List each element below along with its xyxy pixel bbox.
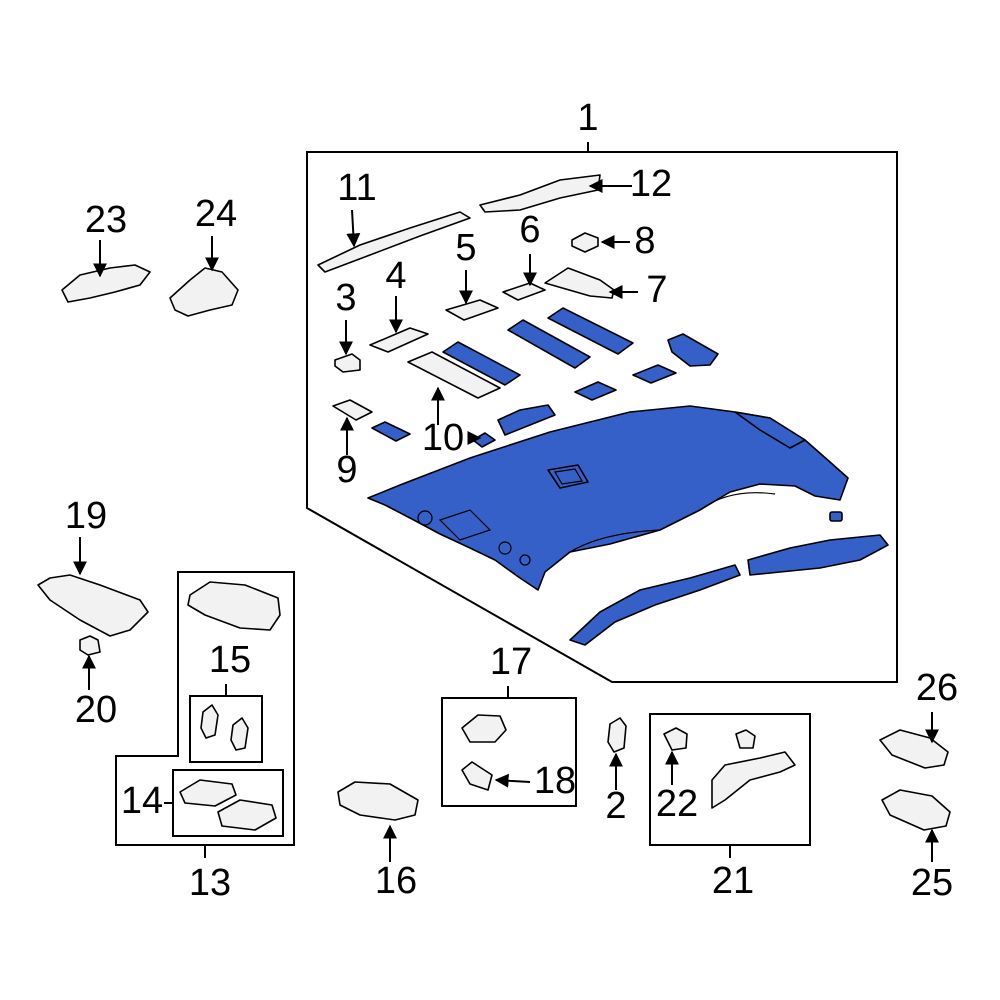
part-22 xyxy=(663,727,688,751)
callout-11: 11 xyxy=(337,167,376,209)
part-15-bulb-b xyxy=(230,717,249,751)
part-20 xyxy=(79,635,101,656)
part-15-bulb-a xyxy=(200,704,219,739)
pads xyxy=(371,307,719,448)
callout-19: 19 xyxy=(65,495,107,537)
part-26 xyxy=(879,729,949,769)
callout-23: 23 xyxy=(85,199,127,241)
callout-5: 5 xyxy=(455,227,476,269)
part-17-lamp xyxy=(461,714,507,743)
group-box-13 xyxy=(115,571,295,846)
callout-7: 7 xyxy=(646,269,667,311)
callout-15: 15 xyxy=(209,639,251,681)
rail-right xyxy=(747,534,889,576)
callout-8: 8 xyxy=(634,220,655,262)
callout-1: 1 xyxy=(577,97,598,139)
part-2 xyxy=(607,717,627,753)
callout-24: 24 xyxy=(195,193,237,235)
part-18 xyxy=(461,761,493,791)
callout-22: 22 xyxy=(656,783,698,825)
part-19 xyxy=(37,574,149,637)
callout-2: 2 xyxy=(605,785,626,827)
callout-16: 16 xyxy=(375,860,417,902)
callout-6: 6 xyxy=(519,209,540,251)
part-13-console xyxy=(187,581,281,631)
part-21-grip xyxy=(711,751,796,809)
part-14-lens-b xyxy=(217,799,277,831)
part-25 xyxy=(881,789,951,831)
callout-13: 13 xyxy=(189,862,231,904)
rail-left xyxy=(569,564,741,646)
callout-4: 4 xyxy=(385,255,406,297)
callout-17: 17 xyxy=(490,641,532,683)
part-24 xyxy=(169,267,239,317)
headliner xyxy=(367,405,849,591)
callout-18: 18 xyxy=(534,760,576,802)
callout-14: 14 xyxy=(121,780,163,822)
callout-labels: 1 2 3 4 5 6 7 8 9 10 11 12 13 14 15 16 1… xyxy=(65,97,958,904)
callout-10: 10 xyxy=(422,417,464,459)
part-16 xyxy=(337,781,419,821)
callout-25: 25 xyxy=(911,862,953,904)
trim-pieces xyxy=(317,174,615,421)
part-23 xyxy=(61,264,151,303)
callout-3: 3 xyxy=(335,277,356,319)
part-14-lens-a xyxy=(179,779,237,807)
callout-12: 12 xyxy=(630,163,672,205)
callout-9: 9 xyxy=(336,449,357,491)
part-22-b xyxy=(735,729,756,749)
callout-26: 26 xyxy=(916,667,958,709)
callout-21: 21 xyxy=(712,860,754,902)
group-box-1 xyxy=(306,151,898,683)
callout-20: 20 xyxy=(75,689,117,731)
leaders xyxy=(73,179,939,862)
